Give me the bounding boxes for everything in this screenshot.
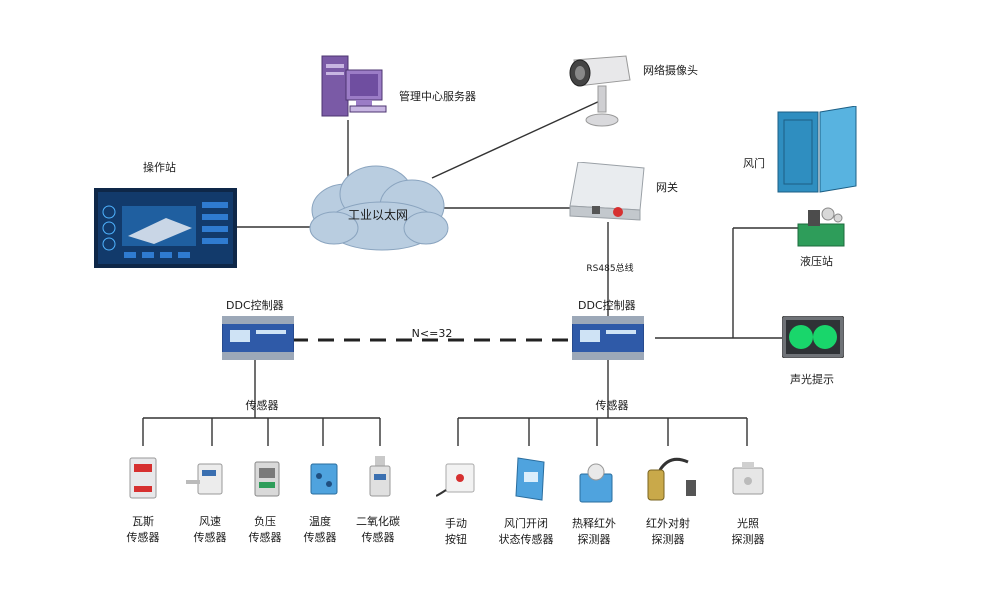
alarm-label: 声光提示 (790, 373, 834, 386)
cloud-icon (309, 165, 449, 251)
sensor-label-line1: 负压 (254, 515, 276, 528)
wind-speed-sensor-icon (186, 463, 223, 495)
rs485-label: RS485总线 (586, 264, 634, 274)
sensor-label-line2: 传感器 (248, 531, 282, 544)
ddc-controller-icon (572, 316, 644, 360)
sensor-label-line1: 温度 (309, 515, 331, 528)
sensor-label-line1: 热释红外 (572, 517, 616, 530)
gateway-label: 网关 (656, 181, 678, 194)
sensor-label-line1: 光照 (737, 517, 759, 530)
sensor-label-line2: 探测器 (577, 533, 611, 546)
manual-button-icon (436, 463, 475, 497)
door-label: 风门 (743, 157, 765, 170)
gateway-icon (569, 162, 645, 221)
hydraulic-label: 液压站 (800, 255, 833, 268)
sensor-label-line2: 传感器 (361, 531, 395, 544)
hydraulic-icon (797, 207, 845, 247)
ddc-right-label: DDC控制器 (578, 299, 636, 312)
camera-link (431, 99, 603, 179)
door-icon (777, 106, 857, 193)
camera-label: 网络摄像头 (643, 64, 698, 77)
sensor-label-line1: 手动 (445, 517, 467, 530)
infrared-beam-icon (647, 457, 696, 501)
sensor-label-line1: 瓦斯 (132, 515, 154, 528)
sensor-label-line2: 探测器 (651, 533, 685, 546)
pir-detector-icon (579, 463, 613, 503)
server-icon (321, 55, 387, 117)
sensor-label-line2: 传感器 (193, 531, 227, 544)
sensors-left-label: 传感器 (245, 399, 279, 412)
sensor-label-line2: 传感器 (126, 531, 160, 544)
sensor-label-line2: 状态传感器 (498, 533, 554, 546)
sensors-right-label: 传感器 (595, 399, 629, 412)
station-label: 操作站 (143, 161, 176, 174)
ethernet-label: 工业以太网 (347, 208, 409, 222)
sensor-label-line2: 按钮 (445, 533, 467, 546)
light-detector-icon (732, 462, 764, 495)
bus-label: N<=32 (411, 327, 453, 340)
camera-icon (569, 55, 631, 127)
sensor-label-line1: 风速 (199, 515, 221, 528)
co2-sensor-icon (369, 456, 391, 497)
alarm-icon (782, 316, 844, 358)
ddc-controller-icon (222, 316, 294, 360)
server-label: 管理中心服务器 (399, 90, 476, 103)
temperature-sensor-icon (310, 463, 338, 495)
sensor-label-line2: 传感器 (303, 531, 337, 544)
sensor-label-line1: 风门开闭 (504, 517, 548, 530)
sensor-label-line2: 探测器 (731, 533, 765, 546)
gas-sensor-icon (129, 457, 157, 499)
sensor-label-line1: 二氧化碳 (356, 515, 400, 528)
ddc-left-label: DDC控制器 (226, 299, 284, 312)
pressure-sensor-icon (254, 461, 280, 497)
door-status-sensor-icon (515, 457, 545, 501)
touchscreen-icon (94, 188, 237, 268)
sensor-label-line1: 红外对射 (646, 517, 690, 530)
